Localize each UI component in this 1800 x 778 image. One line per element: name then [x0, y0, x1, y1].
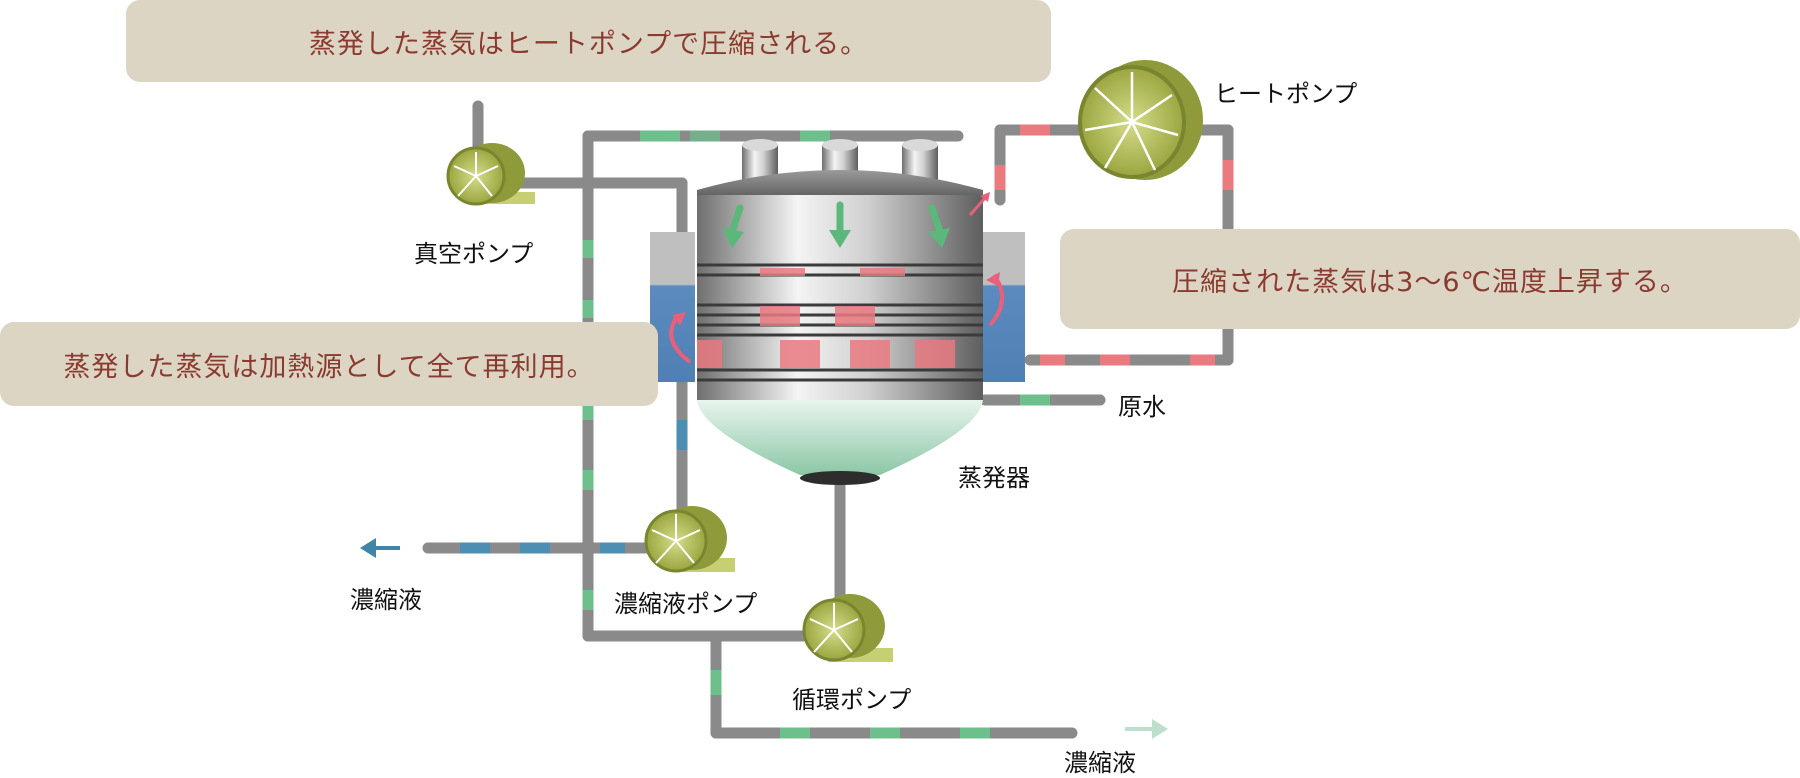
- heat-pump-icon: [1078, 60, 1203, 180]
- label-concentrate-bottom: 濃縮液: [1064, 749, 1136, 777]
- callout-temp-rise: 圧縮された蒸気は3～6℃温度上昇する。: [1060, 229, 1800, 329]
- evaporator-vessel: [650, 139, 1025, 485]
- circulation-pump-icon: [802, 594, 893, 662]
- label-circulation-pump: 循環ポンプ: [792, 686, 912, 714]
- arrow-left-concentrate-icon: [360, 538, 400, 558]
- evaporator-cone: [697, 400, 983, 475]
- arrow-right-concentrate-icon: [1125, 719, 1168, 739]
- label-concentrate-pump: 濃縮液ポンプ: [614, 590, 758, 618]
- label-vacuum-pump: 真空ポンプ: [414, 240, 534, 268]
- label-raw-water: 原水: [1118, 393, 1166, 421]
- label-evaporator: 蒸発器: [958, 464, 1030, 492]
- label-heat-pump: ヒートポンプ: [1214, 80, 1358, 108]
- vacuum-pump-icon: [446, 143, 535, 206]
- callout-heat-pump-compress: 蒸発した蒸気はヒートポンプで圧縮される。: [126, 0, 1051, 82]
- callout-reuse: 蒸発した蒸気は加熱源として全て再利用。: [0, 322, 658, 406]
- label-concentrate-left: 濃縮液: [350, 586, 422, 614]
- concentrate-pump-icon: [644, 506, 735, 573]
